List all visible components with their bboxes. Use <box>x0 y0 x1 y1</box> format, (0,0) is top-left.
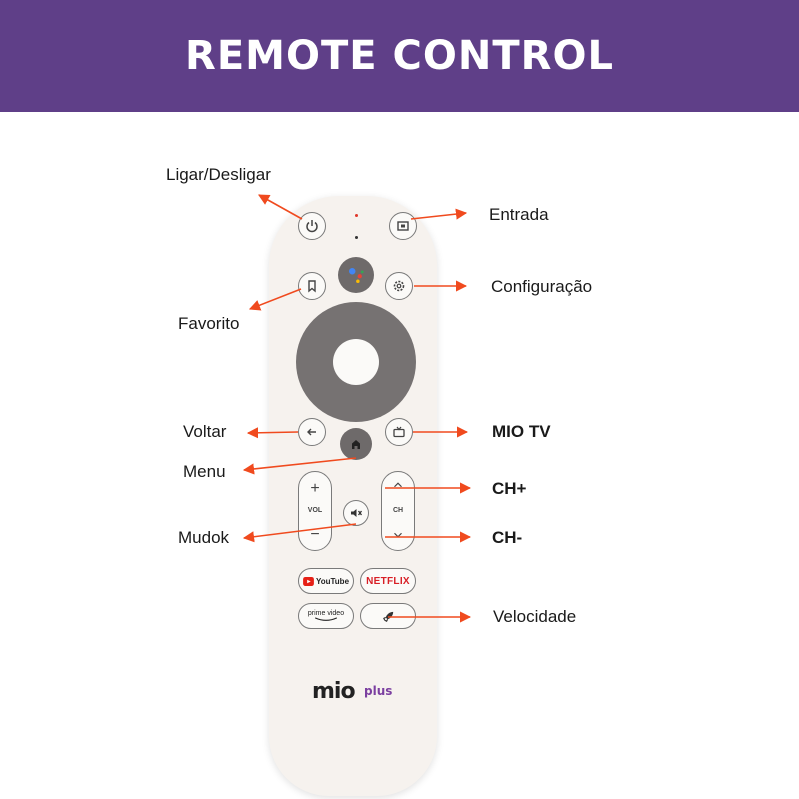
netflix-button[interactable]: NETFLIX <box>360 568 416 594</box>
netflix-label: NETFLIX <box>366 575 410 587</box>
label-back: Voltar <box>183 422 227 441</box>
rocket-icon <box>382 611 393 622</box>
menu-arrow <box>242 457 357 475</box>
back-button[interactable] <box>298 418 326 446</box>
label-mute: Mudok <box>178 528 230 547</box>
favorite-arrow <box>248 288 302 311</box>
label-power: Ligar/Desligar <box>166 165 271 184</box>
home-button[interactable] <box>340 428 372 460</box>
mio-tv-button[interactable] <box>385 418 413 446</box>
microphone-hole <box>355 236 358 239</box>
input-button[interactable] <box>389 212 417 240</box>
prime-smile-icon <box>314 617 338 621</box>
mute-button[interactable] <box>343 500 369 526</box>
speed-button[interactable] <box>360 603 416 629</box>
tv-icon <box>393 426 405 438</box>
brand-logo: mio <box>312 679 356 704</box>
label-mio-tv: MIO TV <box>492 422 551 441</box>
back-arrow <box>246 427 299 439</box>
brand-logo-suffix: plus <box>364 684 393 698</box>
input-arrow <box>410 208 468 220</box>
label-input: Entrada <box>489 205 549 224</box>
label-menu: Menu <box>183 462 226 481</box>
mute-icon <box>351 509 363 517</box>
label-speed: Velocidade <box>493 607 577 626</box>
power-icon <box>306 220 318 233</box>
chevron-up-icon[interactable] <box>382 478 414 497</box>
volume-rocker[interactable]: + VOL − <box>298 471 332 551</box>
label-ch-down: CH- <box>492 528 523 547</box>
youtube-button[interactable]: YouTube <box>298 568 354 594</box>
channel-label: CH <box>392 507 404 514</box>
power-arrow <box>258 194 303 220</box>
ok-button[interactable] <box>333 339 379 385</box>
youtube-play-icon <box>303 576 314 586</box>
settings-button[interactable] <box>385 272 413 300</box>
bookmark-icon <box>308 280 316 293</box>
label-favorite: Favorito <box>178 314 240 333</box>
gear-icon <box>393 280 405 292</box>
prime-video-button[interactable]: prime video <box>298 603 354 629</box>
home-icon <box>352 440 360 449</box>
youtube-label: YouTube <box>315 576 350 586</box>
mute-arrow <box>242 523 357 543</box>
assistant-button[interactable] <box>338 257 374 293</box>
input-icon <box>397 221 409 231</box>
back-arrow-icon <box>307 428 316 436</box>
label-settings: Configuração <box>491 277 593 296</box>
page-title: REMOTE CONTROL <box>185 33 614 79</box>
label-ch-up: CH+ <box>492 479 527 498</box>
power-button[interactable] <box>298 212 326 240</box>
indicator-led <box>355 214 358 217</box>
volume-label: VOL <box>307 507 323 514</box>
prime-video-label: prime video <box>307 610 345 617</box>
volume-down-icon[interactable]: − <box>310 526 320 543</box>
favorite-button[interactable] <box>298 272 326 300</box>
header-banner: REMOTE CONTROL <box>0 0 799 112</box>
volume-up-icon[interactable]: + <box>310 480 320 497</box>
google-assistant-icon <box>349 268 364 283</box>
